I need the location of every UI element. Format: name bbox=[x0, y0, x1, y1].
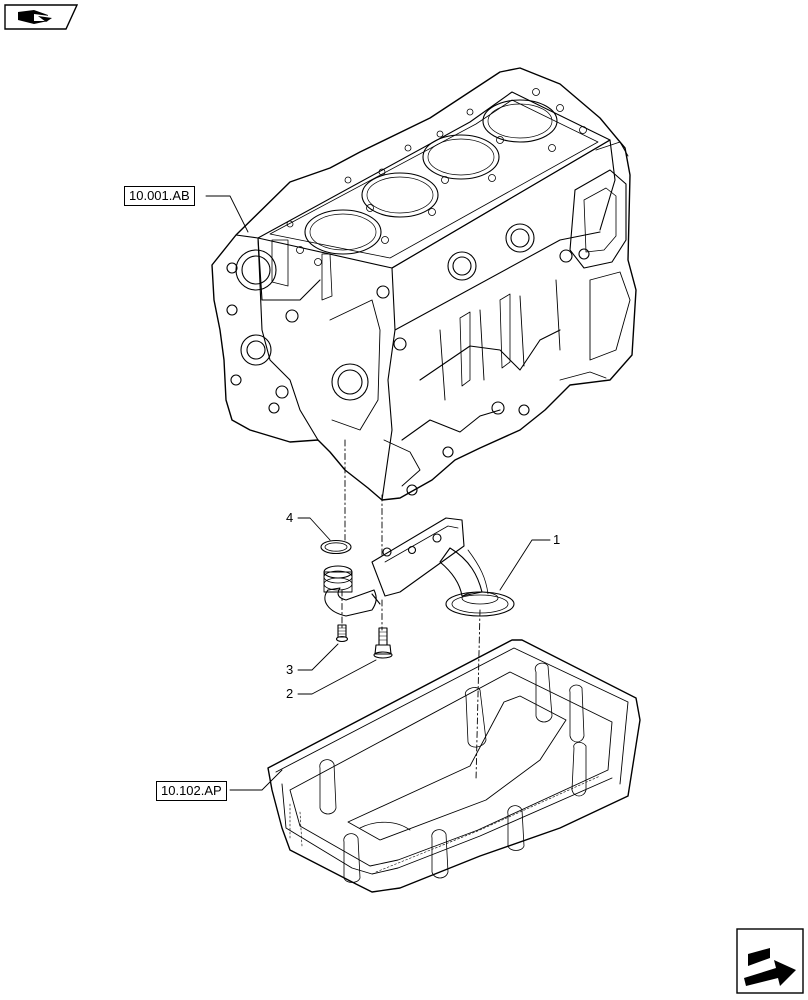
callout-1: 1 bbox=[553, 532, 561, 547]
callout-leaders bbox=[205, 195, 551, 791]
oil-pan-reference-link[interactable]: 10.102.AP bbox=[156, 781, 227, 801]
next-page-button[interactable] bbox=[736, 928, 804, 994]
next-page-arrow-icon bbox=[736, 928, 804, 994]
callout-4: 4 bbox=[286, 510, 294, 525]
engine-block bbox=[211, 67, 637, 501]
screw-small bbox=[335, 624, 349, 643]
engine-block-reference-link[interactable]: 10.001.AB bbox=[124, 186, 195, 206]
screw-flanged bbox=[373, 627, 393, 659]
callout-2: 2 bbox=[286, 686, 294, 701]
catalog-nav-button[interactable] bbox=[4, 4, 79, 30]
o-ring bbox=[320, 539, 352, 555]
oil-pickup-tube bbox=[323, 517, 515, 617]
center-lines bbox=[341, 439, 481, 781]
folder-book-icon bbox=[4, 4, 79, 30]
oil-pan bbox=[267, 639, 641, 893]
callout-3: 3 bbox=[286, 662, 294, 677]
